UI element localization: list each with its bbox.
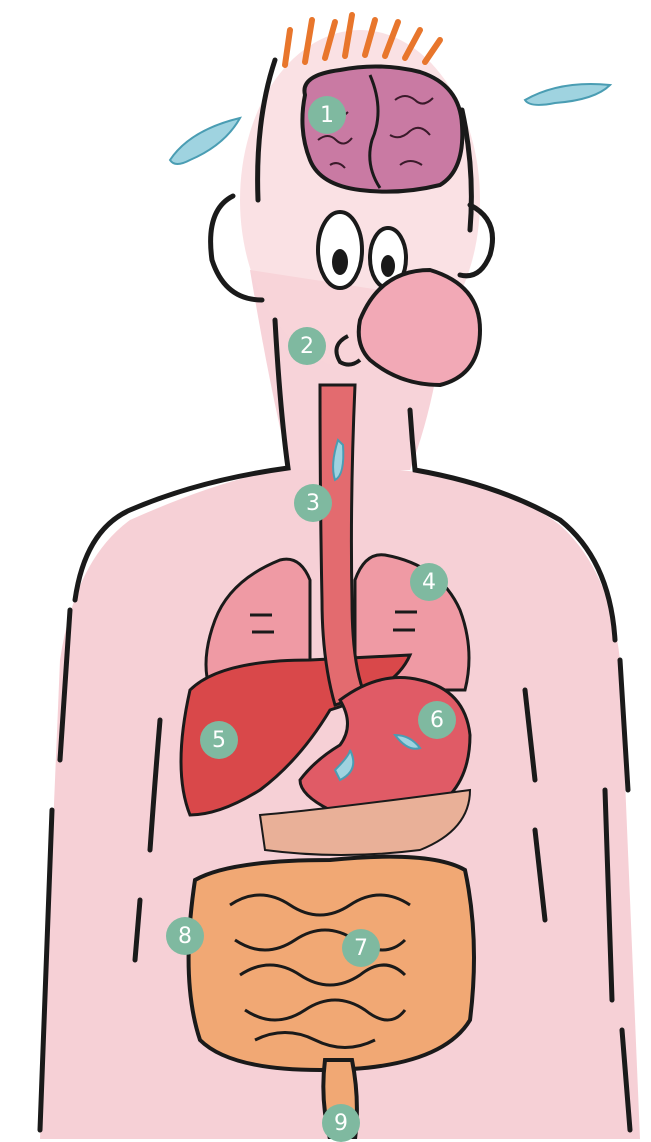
label-marker-5: 5 (200, 721, 238, 759)
label-marker-6: 6 (418, 701, 456, 739)
label-marker-4: 4 (410, 563, 448, 601)
label-marker-8: 8 (166, 917, 204, 955)
label-marker-9: 9 (322, 1104, 360, 1142)
label-marker-1: 1 (308, 96, 346, 134)
label-marker-7: 7 (342, 929, 380, 967)
label-marker-3: 3 (294, 484, 332, 522)
label-marker-2: 2 (288, 327, 326, 365)
